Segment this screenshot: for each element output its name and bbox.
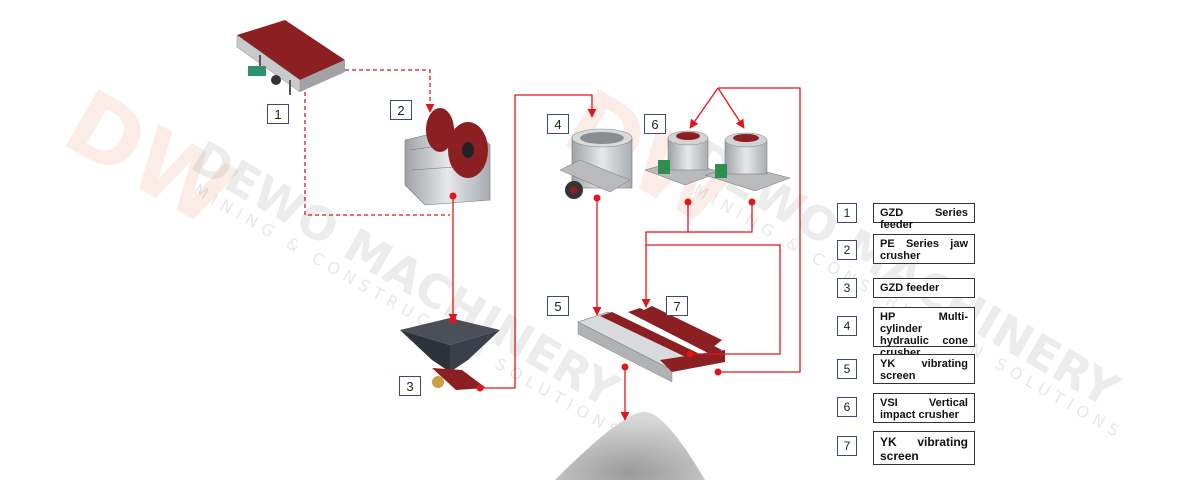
machine-4-cone-crusher	[559, 128, 633, 199]
machine-number-2: 2	[390, 100, 412, 120]
machine-3-hopper-feeder	[400, 318, 500, 390]
legend-label-3: GZD feeder	[873, 278, 975, 298]
machine-number-3: 3	[399, 376, 421, 396]
legend-label-2: PE Series jaw crusher	[873, 234, 975, 264]
legend-label-6: VSI Vertical impact crusher	[873, 393, 975, 423]
flow-lines	[304, 69, 801, 421]
machine-1-feeder	[236, 20, 345, 95]
machine-number-6: 6	[644, 114, 666, 134]
legend-num-6: 6	[837, 397, 857, 417]
legend-label-7: YK vibrating screen	[873, 431, 975, 465]
machine-number-4: 4	[547, 114, 569, 134]
legend-num-7: 7	[837, 436, 857, 456]
gravel-pile	[555, 411, 705, 480]
machine-6-vsi-crushers	[644, 130, 791, 192]
legend-num-4: 4	[837, 316, 857, 336]
legend-num-2: 2	[837, 240, 857, 260]
legend-label-4: HP Multi-cylinder hydraulic cone crusher	[873, 307, 975, 359]
machine-5-7-vibrating-screens	[577, 306, 725, 383]
machine-number-1: 1	[267, 104, 289, 124]
legend-num-1: 1	[837, 203, 857, 223]
machine-number-7: 7	[666, 296, 688, 316]
legend-num-5: 5	[837, 359, 857, 379]
legend-num-3: 3	[837, 278, 857, 298]
legend-label-1: GZD Series feeder	[873, 203, 975, 231]
machine-number-5: 5	[547, 296, 569, 316]
flow-dots	[449, 192, 756, 392]
legend-label-5: YK vibrating screen	[873, 354, 975, 384]
machine-2-jaw-crusher	[404, 108, 491, 206]
